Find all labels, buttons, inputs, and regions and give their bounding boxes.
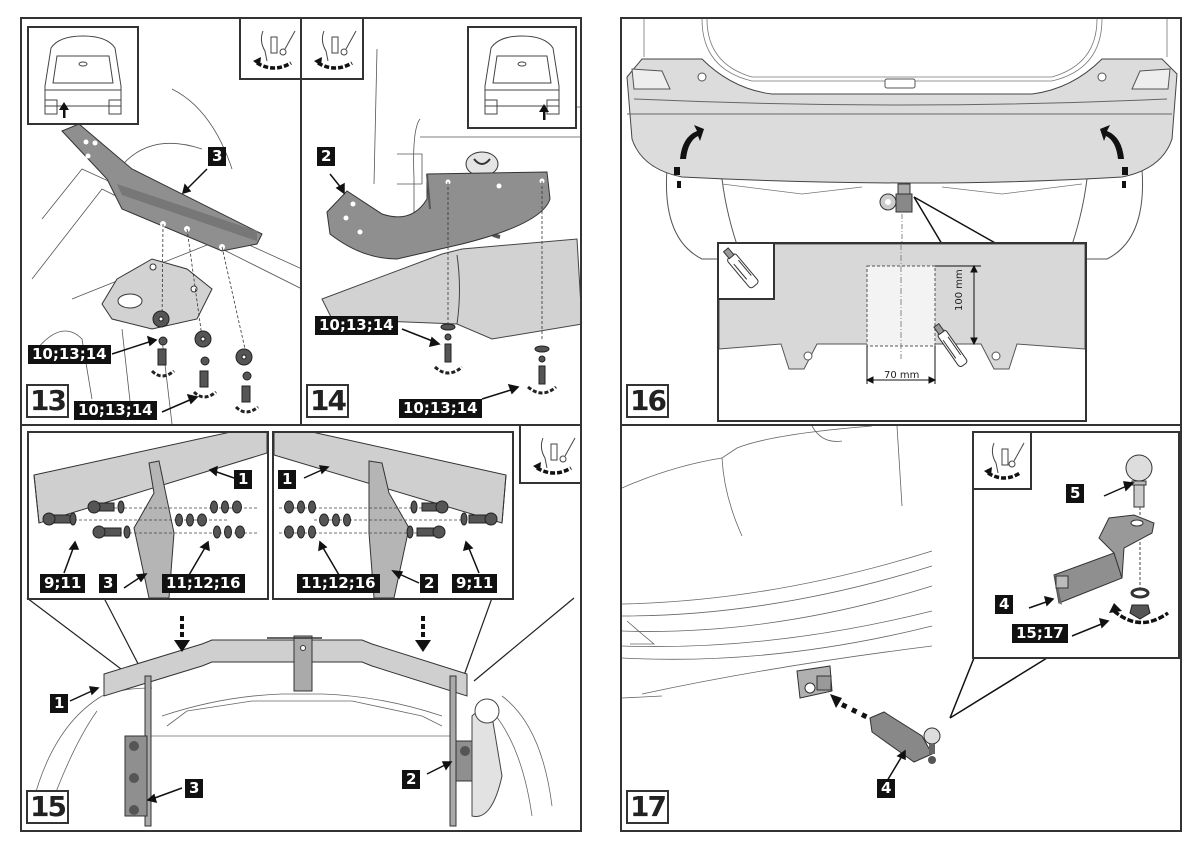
callout-beam-1: 1: [278, 470, 297, 489]
callout-bracket-3: 3: [99, 574, 118, 593]
callout-bracket-2-overview: 2: [402, 770, 421, 789]
rear-bumper: [626, 58, 1178, 184]
callout-part-3: 3: [208, 147, 227, 166]
step-17-illustration: [622, 426, 1048, 782]
ball-mount-part-4: [1053, 514, 1155, 605]
callout-bolts: 9;11: [40, 574, 86, 593]
bracket-2-part: [326, 171, 551, 260]
step-number-17: 17: [626, 790, 669, 824]
right-bracket-detail: [272, 431, 514, 600]
tow-ball-part-5: [1125, 454, 1153, 508]
utility-knife-icon: [717, 242, 775, 300]
bumper-release-arrows: [674, 125, 1128, 188]
bracket-3-part: [61, 123, 263, 252]
callout-beam-1-overview: 1: [50, 694, 69, 713]
step-14-panel: 2 10;13;14 10;13;14 14: [300, 17, 582, 426]
ball-mount-exploded: [1028, 454, 1170, 637]
callout-ball-mount-4-overview: 4: [877, 779, 896, 798]
tow-receiver: [879, 183, 913, 213]
car-rear-icon: [484, 35, 560, 120]
callout-hardware: 15;17: [1012, 624, 1068, 643]
insert-direction-arrows: [174, 616, 431, 652]
torque-wrench-icon: [239, 19, 300, 80]
car-rear-icon: [44, 35, 122, 118]
cutout-detail: [717, 242, 1087, 422]
step-number-16: 16: [626, 384, 669, 418]
tow-receiver: [796, 665, 833, 699]
cutout-width-label: 70 mm: [884, 370, 920, 381]
step-17-panel: 5 4 15;17 4 17: [620, 424, 1182, 832]
callout-part-2: 2: [317, 147, 336, 166]
step-number-13: 13: [26, 384, 69, 418]
callout-hardware-b: 10;13;14: [399, 399, 482, 418]
chassis-plate: [101, 258, 213, 330]
step-13-panel: 3 10;13;14 10;13;14 13: [20, 17, 302, 426]
step-16-panel: 70 mm 100 mm 16: [620, 17, 1182, 426]
step-15-panel: 1 9;11 3 11;12;16: [20, 424, 582, 832]
rear-view-inset: [27, 26, 139, 125]
cutout-template: [719, 244, 1085, 384]
torque-wrench-icon: [519, 426, 580, 484]
left-bracket-detail: [27, 431, 269, 600]
callout-ball-mount-4: 4: [995, 595, 1014, 614]
callout-nuts: 11;12;16: [162, 574, 245, 593]
bracket-2-overview: [449, 675, 503, 827]
left-bolt-assembly: [33, 433, 267, 598]
torque-wrench-icon: [972, 431, 1032, 490]
callout-hardware-b: 10;13;14: [74, 401, 157, 420]
step-13-illustration: [31, 88, 300, 424]
step-number-15: 15: [26, 790, 69, 824]
cutout-height-label: 100 mm: [954, 269, 965, 311]
rear-wheels: [665, 168, 1144, 260]
right-bolt-assembly: [274, 433, 507, 598]
utility-knife-icon: [933, 323, 968, 367]
torque-wrench-icon: [302, 19, 364, 80]
callout-ball-5: 5: [1066, 484, 1085, 503]
callout-nuts: 11;12;16: [297, 574, 380, 593]
callout-bracket-2: 2: [420, 574, 439, 593]
crossbeam-part-1: [103, 635, 468, 697]
callout-bolts: 9;11: [452, 574, 498, 593]
callout-hardware-a: 10;13;14: [315, 316, 398, 335]
rear-view-inset: [467, 26, 577, 129]
callout-beam-1: 1: [234, 470, 253, 489]
step-16-illustration: [626, 19, 1178, 260]
car-rear-outline: [622, 426, 933, 699]
step-number-14: 14: [306, 384, 349, 418]
callout-bracket-3-overview: 3: [185, 779, 204, 798]
step-15-illustration: [26, 597, 575, 827]
fasteners: [152, 310, 253, 403]
bracket-3-overview: [124, 675, 152, 827]
ball-mount-overview: [869, 711, 941, 764]
callout-hardware-a: 10;13;14: [28, 345, 111, 364]
nut-and-washer: [1129, 587, 1151, 620]
